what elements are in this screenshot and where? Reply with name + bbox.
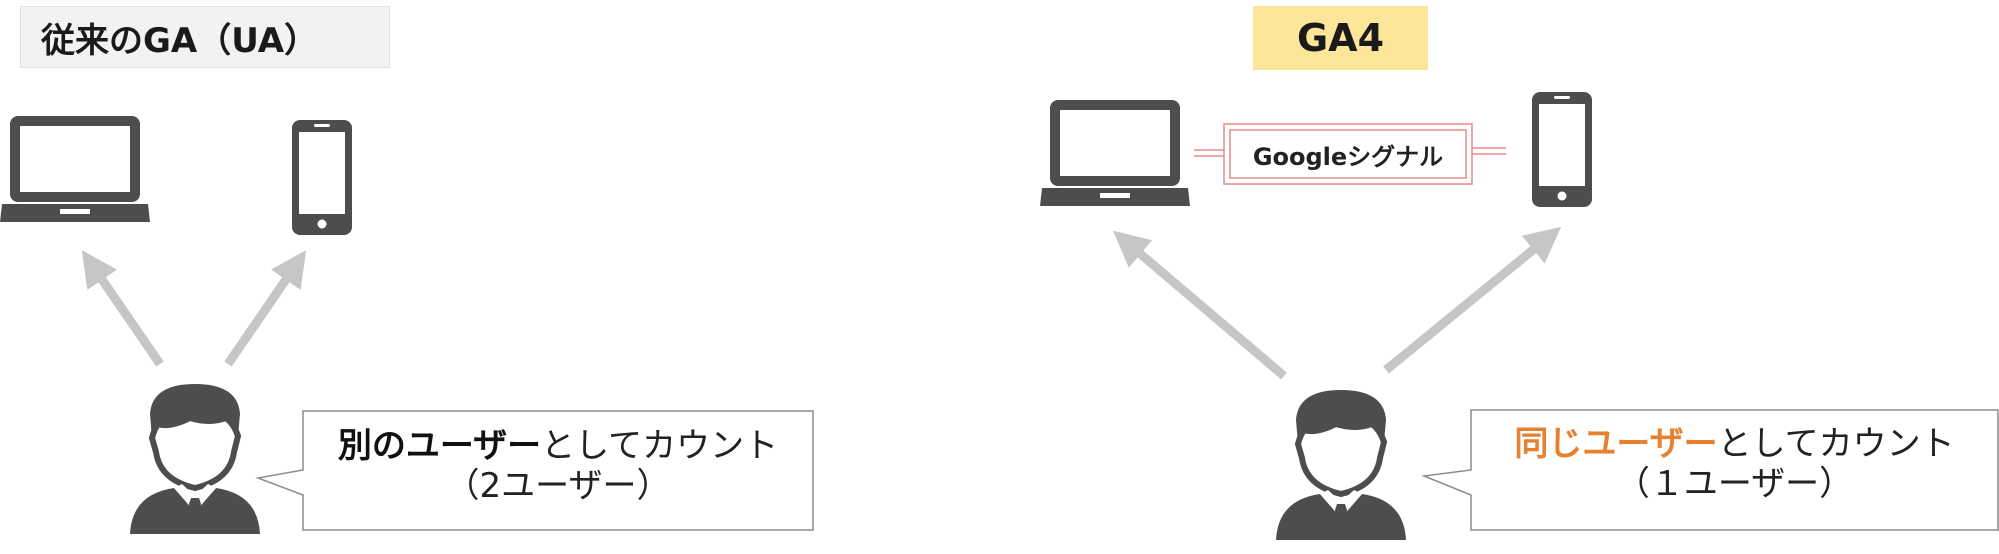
smartphone-icon <box>292 120 352 235</box>
user-icon <box>1276 390 1406 540</box>
ua-title: 従来のGA（UA） <box>20 6 390 68</box>
callout-text: 別のユーザーとしてカウント （2ユーザー） <box>303 426 813 506</box>
callout-rest: としてカウント <box>541 426 779 466</box>
callout-text: 同じユーザーとしてカウント （１ユーザー） <box>1471 424 1998 504</box>
smartphone-icon <box>1532 92 1592 207</box>
arrow-to-laptop <box>1113 230 1287 380</box>
arrow-to-laptop <box>81 250 164 367</box>
callout-line-2: （１ユーザー） <box>1615 464 1854 504</box>
callout-line-1: 別のユーザーとしてカウント <box>303 426 813 466</box>
callout-emphasis: 別のユーザー <box>337 426 542 466</box>
arrow-to-phone <box>224 250 307 367</box>
callout-line-1: 同じユーザーとしてカウント <box>1471 424 1998 464</box>
arrow-to-phone <box>1383 226 1562 374</box>
callout-rest: としてカウント <box>1717 424 1955 464</box>
google-signal-label: Googleシグナル <box>1252 142 1444 171</box>
ga4-title: GA4 <box>1253 6 1428 70</box>
user-icon <box>130 384 260 534</box>
google-signal-connector <box>1194 123 1506 185</box>
callout-bubble <box>255 410 814 531</box>
callout-bubble <box>1421 409 1999 531</box>
laptop-icon <box>1040 100 1190 206</box>
laptop-icon <box>0 116 150 222</box>
callout-line-2: （2ユーザー） <box>445 466 671 506</box>
callout-emphasis: 同じユーザー <box>1514 424 1718 464</box>
